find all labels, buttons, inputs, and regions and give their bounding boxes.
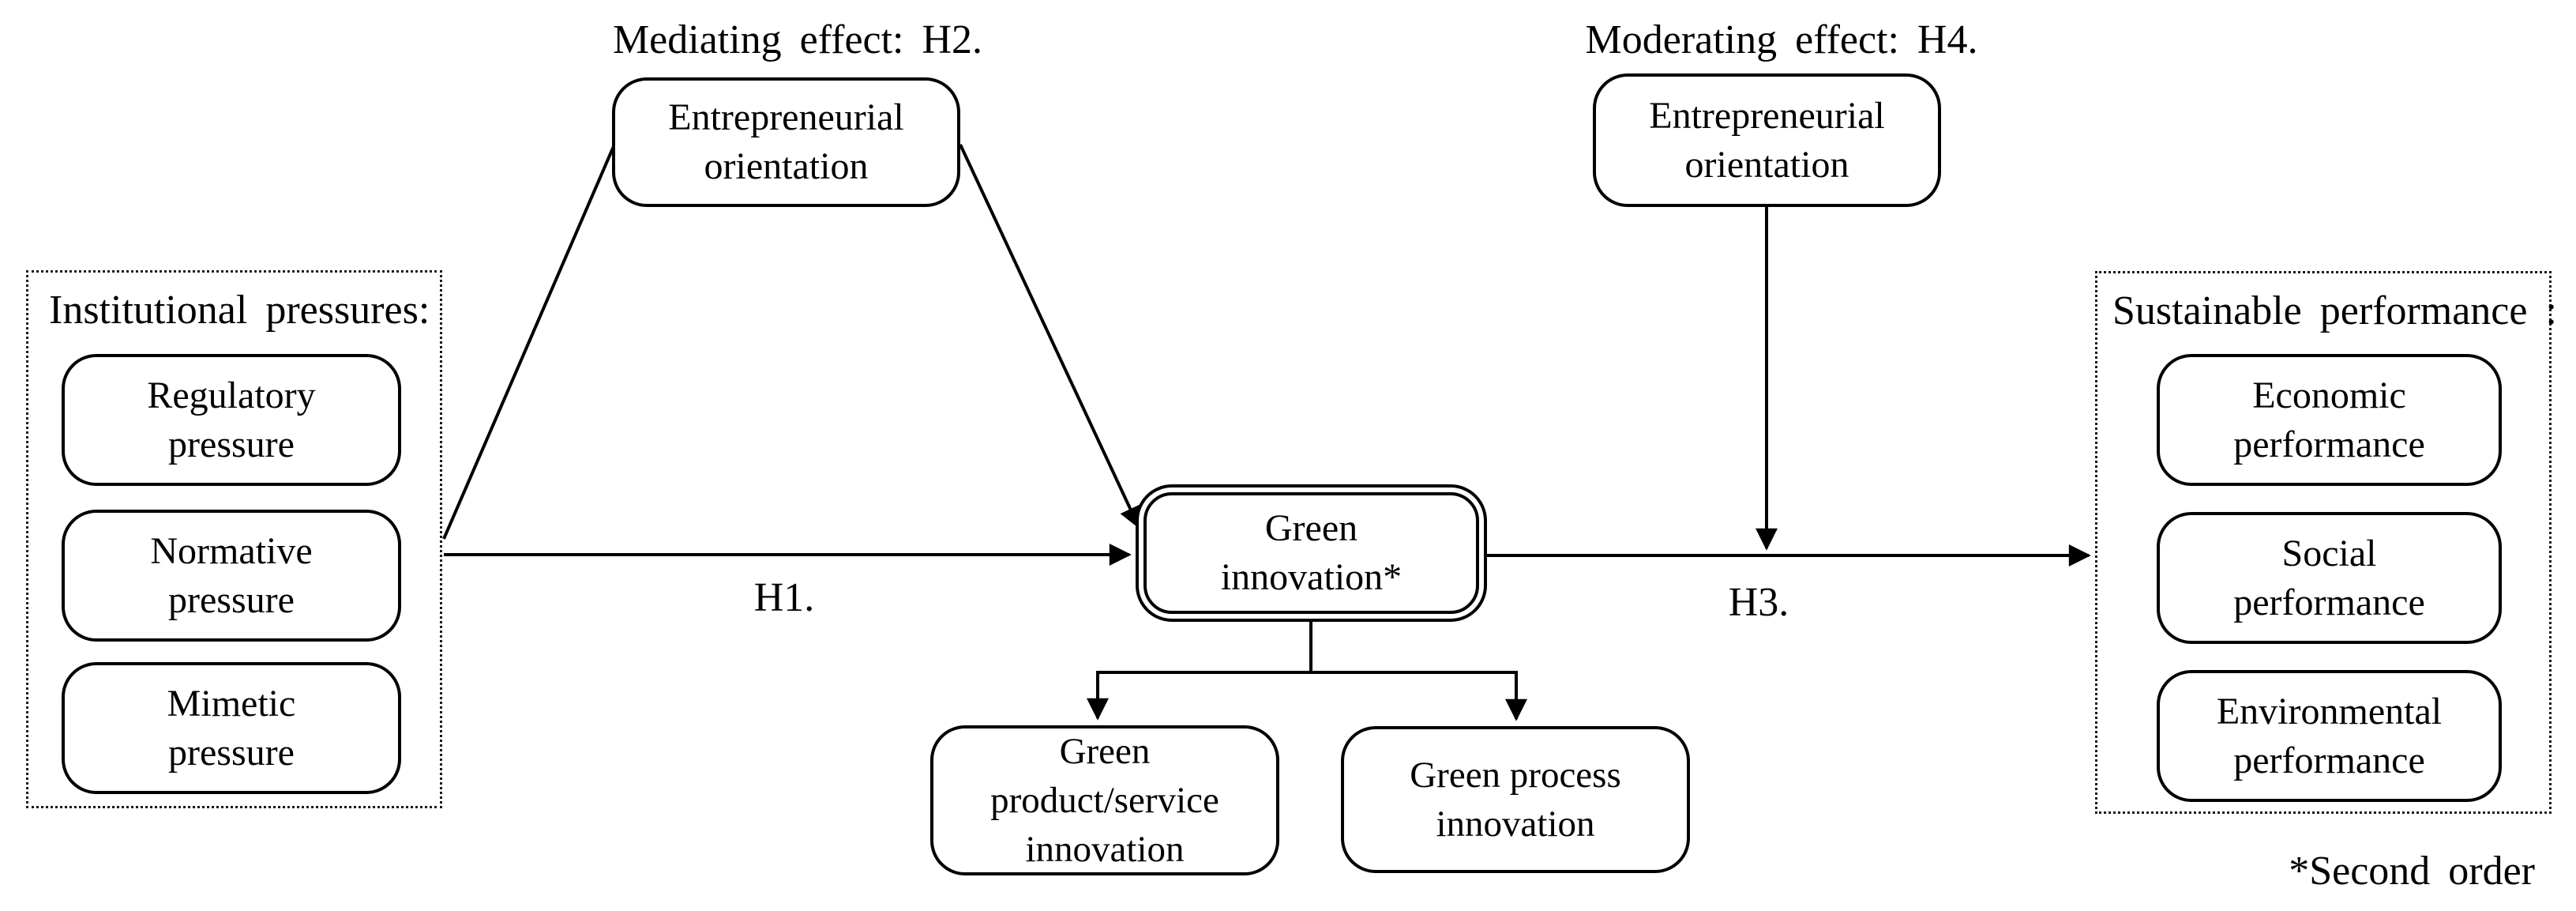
social-performance-box: Social performance — [2157, 512, 2502, 644]
environmental-performance-box: Environmental performance — [2157, 670, 2502, 802]
sustainable-performance-title: Sustainable performance : — [2112, 288, 2557, 333]
h3-label: H3. — [1728, 580, 1789, 625]
regulatory-pressure-box: Regulatory pressure — [62, 354, 401, 486]
entrepreneurial-orientation-mediator-box: Entrepreneurial orientation — [612, 77, 960, 207]
second-order-footnote: *Second order — [2289, 849, 2535, 894]
green-process-innovation-box: Green process innovation — [1341, 726, 1690, 873]
institutional-pressures-title: Institutional pressures: — [49, 288, 430, 333]
green-innovation-box: Green innovation* — [1136, 484, 1487, 622]
moderating-effect-label: Moderating effect: H4. — [1585, 17, 1978, 62]
green-product-service-innovation-box: Green product/service innovation — [930, 725, 1279, 875]
h1-label: H1. — [753, 575, 815, 620]
split-connector — [1096, 622, 1518, 674]
mediating-effect-label: Mediating effect: H2. — [612, 17, 983, 62]
mimetic-pressure-box: Mimetic pressure — [62, 662, 401, 794]
line-pressures-to-eo — [442, 144, 616, 540]
arrow-eo-to-green-innovation — [959, 144, 1141, 529]
economic-performance-box: Economic performance — [2157, 354, 2502, 486]
entrepreneurial-orientation-moderator-box: Entrepreneurial orientation — [1593, 73, 1941, 207]
institutional-pressures-group: Institutional pressures: Regulatory pres… — [26, 270, 442, 808]
normative-pressure-box: Normative pressure — [62, 510, 401, 642]
sustainable-performance-group: Sustainable performance : Economic perfo… — [2095, 271, 2557, 814]
green-innovation-label: Green innovation* — [1143, 492, 1479, 614]
